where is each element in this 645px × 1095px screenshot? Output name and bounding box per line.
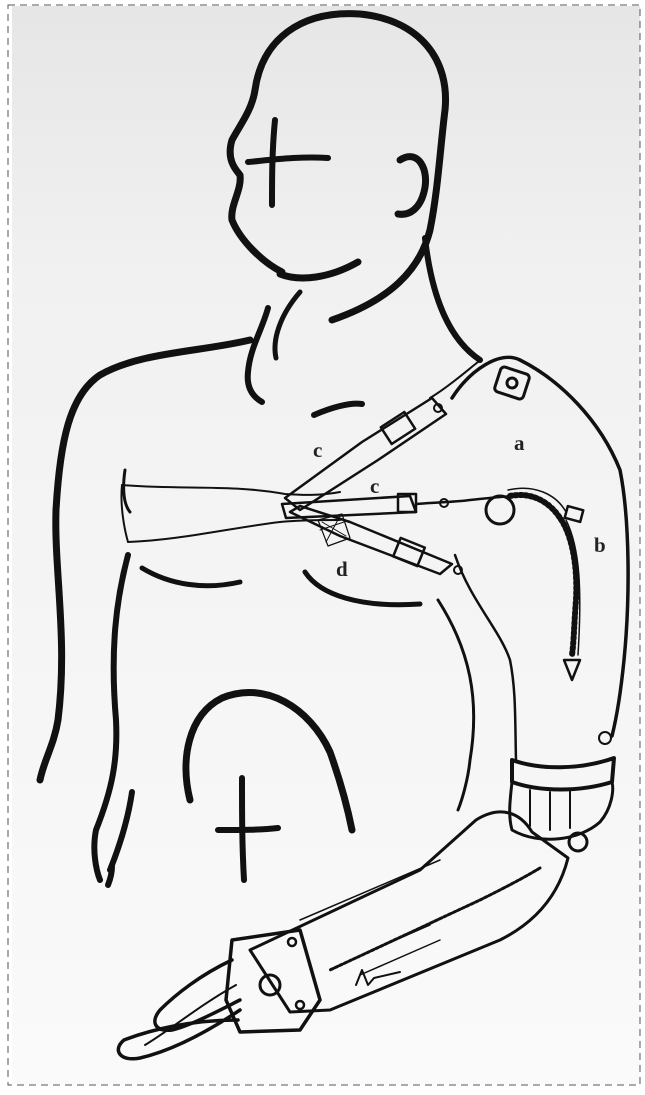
label-c-upper: c (313, 438, 322, 462)
label-b: b (594, 533, 606, 557)
label-d: d (336, 557, 348, 581)
abdomen-cross-horizontal (218, 828, 278, 830)
figure-background (12, 6, 640, 1084)
label-c-lower: c (370, 474, 379, 498)
label-a: a (514, 431, 525, 455)
